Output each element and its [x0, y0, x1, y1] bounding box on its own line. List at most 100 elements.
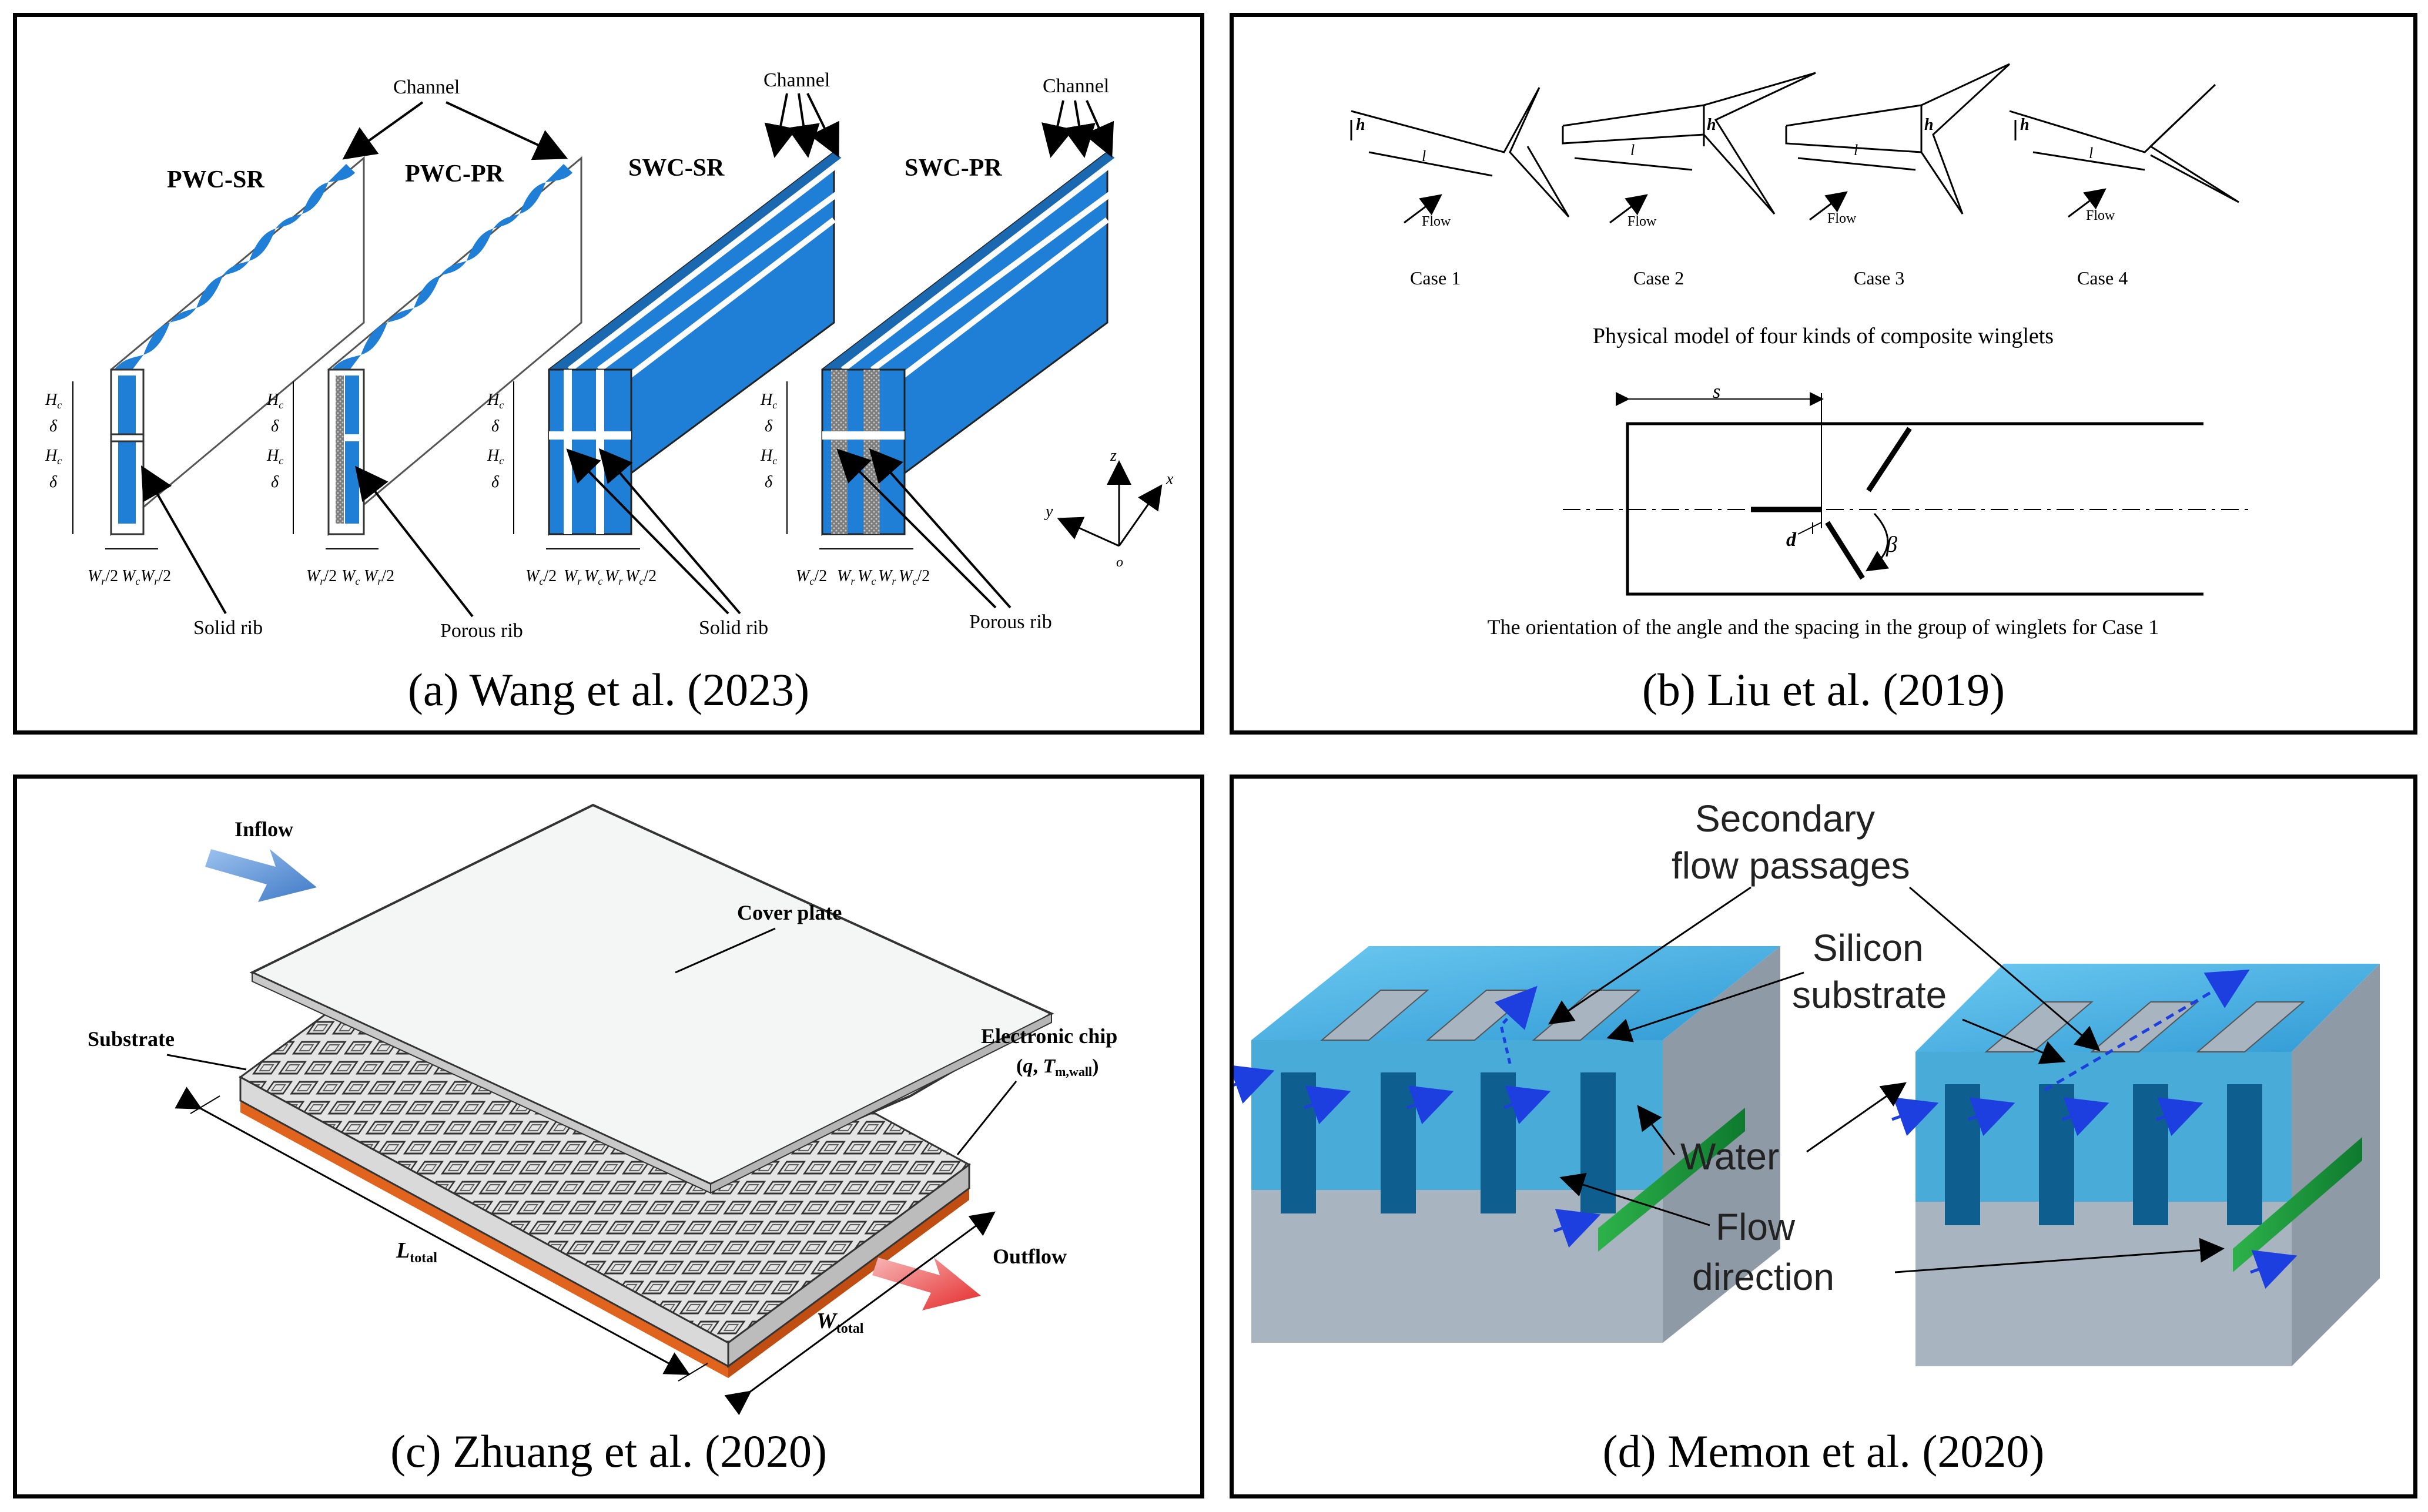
beta-label: β [1886, 532, 1897, 557]
svg-text:δ: δ [271, 417, 279, 435]
flow-label-2: Flow [1627, 214, 1657, 229]
flow-label-3: Flow [1827, 211, 1857, 226]
case2-label: Case 2 [1633, 267, 1684, 289]
label-channel-1: Channel [393, 76, 460, 98]
case3-winglet [1785, 63, 2011, 214]
dimension-labels-a: Hc δ Hc δ Hc δ Hc δ Hc δ Hc δ Hc δ Hc δ [45, 391, 777, 491]
svg-text:Wc: Wc [341, 567, 360, 587]
orientation-schematic [1563, 392, 2250, 596]
silicon-label-1: Silicon [1813, 927, 1924, 969]
panel-liu-2019: Flow Flow Flow Flow h h h h l l l l Case… [1230, 13, 2417, 735]
label-swc-sr: SWC-SR [628, 155, 725, 182]
electronic-chip-label: Electronic chip [981, 1024, 1117, 1048]
label-pwc-pr: PWC-PR [405, 160, 504, 187]
svg-text:δ: δ [49, 473, 58, 491]
svg-text:Wr: Wr [878, 567, 896, 587]
secondary-flow-label-1: Secondary [1695, 797, 1875, 840]
svg-text:Hc: Hc [760, 447, 777, 467]
pwc-sr-model [110, 156, 365, 537]
cover-plate-label: Cover plate [737, 901, 842, 924]
flow-arrows [1234, 969, 2298, 1289]
h-label-2: h [1707, 116, 1716, 134]
inflow-arrow [205, 849, 317, 902]
flow-direction-label-1: Flow [1716, 1206, 1796, 1248]
svg-text:δ: δ [765, 417, 773, 435]
panel-memon-2020: Secondary flow passages Silicon substrat… [1230, 775, 2417, 1498]
svg-text:δ: δ [765, 473, 773, 491]
flow-label-4: Flow [2086, 208, 2115, 223]
l-label-2: l [1630, 142, 1635, 159]
svg-text:Wr/2: Wr/2 [364, 567, 394, 587]
right-microchannel-block [1915, 964, 2380, 1366]
svg-text:Wr/2: Wr/2 [306, 567, 337, 587]
outflow-label: Outflow [993, 1245, 1067, 1268]
flow-label-1: Flow [1422, 214, 1451, 229]
svg-text:Wr: Wr [564, 567, 582, 587]
w-total-label: Wtotal [816, 1309, 864, 1336]
d-label: d [1786, 529, 1797, 551]
label-channel-3: Channel [1043, 75, 1109, 97]
label-solid-rib-1: Solid rib [193, 617, 263, 639]
panel-d-caption: (d) Memon et al. (2020) [1602, 1426, 2045, 1477]
substrate-label: Substrate [88, 1027, 175, 1051]
svg-text:δ: δ [49, 417, 58, 435]
panel-zhuang-2020: Inflow Outflow Cover plate Substrate Ele… [13, 775, 1204, 1498]
l-label-4: l [2089, 145, 2093, 162]
case1-label: Case 1 [1410, 267, 1461, 289]
pwc-pr-model [327, 156, 582, 537]
svg-text:Wr/2: Wr/2 [88, 567, 118, 587]
h-label-4: h [2020, 116, 2030, 134]
microchannel-configurations-diagram: PWC-SR PWC-PR SWC-SR SWC-PR Channel Chan… [45, 69, 1174, 642]
swc-pr-model [820, 150, 1121, 536]
secondary-flow-microchannel-diagram: Secondary flow passages Silicon substrat… [1234, 797, 2380, 1366]
svg-text:Wc/2: Wc/2 [899, 567, 930, 587]
secondary-flow-label-2: flow passages [1672, 844, 1910, 887]
panel-c-caption: (c) Zhuang et al. (2020) [390, 1426, 827, 1477]
svg-text:Hc: Hc [45, 391, 62, 411]
case2-winglet [1562, 72, 1816, 214]
svg-text:δ: δ [491, 473, 500, 491]
svg-text:Wc/2: Wc/2 [625, 567, 657, 587]
svg-text:Hc: Hc [266, 447, 283, 467]
case4-winglet [2009, 83, 2239, 203]
svg-text:Wr: Wr [837, 567, 855, 587]
swc-sr-model [547, 150, 848, 536]
svg-text:Hc: Hc [487, 391, 504, 411]
svg-text:Hc: Hc [760, 391, 777, 411]
label-porous-rib-2: Porous rib [969, 611, 1052, 633]
panel-b-caption: (b) Liu et al. (2019) [1642, 664, 2005, 715]
panel-wang-2023: PWC-SR PWC-PR SWC-SR SWC-PR Channel Chan… [13, 13, 1204, 735]
orientation-caption: The orientation of the angle and the spa… [1488, 615, 2159, 639]
axis-origin-label: o [1116, 555, 1123, 570]
axis-x-label: x [1166, 470, 1174, 488]
outflow-arrow [872, 1258, 981, 1310]
label-pwc-sr: PWC-SR [167, 166, 264, 193]
silicon-label-2: substrate [1792, 974, 1947, 1016]
svg-text:Hc: Hc [487, 447, 504, 467]
svg-text:Wc/2: Wc/2 [796, 567, 827, 587]
axis-z-label: z [1110, 447, 1117, 465]
water-label: Water [1680, 1135, 1779, 1178]
l-total-label: Ltotal [396, 1238, 437, 1266]
case1-winglet [1350, 87, 1570, 218]
label-porous-rib-1: Porous rib [440, 620, 523, 642]
case4-label: Case 4 [2077, 267, 2128, 289]
h-label-3: h [1924, 116, 1934, 134]
flow-direction-label-2: direction [1692, 1256, 1834, 1298]
l-label-3: l [1854, 142, 1858, 159]
label-channel-2: Channel [763, 69, 830, 91]
svg-text:Wr: Wr [605, 567, 623, 587]
svg-text:δ: δ [491, 417, 500, 435]
label-solid-rib-2: Solid rib [699, 617, 768, 639]
svg-text:Wr/2: Wr/2 [140, 567, 171, 587]
svg-text:Hc: Hc [45, 447, 62, 467]
width-labels-a: Wr/2 Wc Wr/2 Wr/2 Wc Wr/2 Wc/2 Wr Wc Wr … [88, 567, 930, 587]
svg-text:δ: δ [271, 473, 279, 491]
axis-y-label: y [1044, 502, 1053, 521]
label-swc-pr: SWC-PR [905, 155, 1002, 182]
case3-label: Case 3 [1854, 267, 1904, 289]
svg-text:Wc: Wc [122, 567, 140, 587]
s-label: s [1713, 381, 1720, 403]
model-title: Physical model of four kinds of composit… [1593, 324, 2054, 348]
svg-text:Wc/2: Wc/2 [525, 567, 557, 587]
